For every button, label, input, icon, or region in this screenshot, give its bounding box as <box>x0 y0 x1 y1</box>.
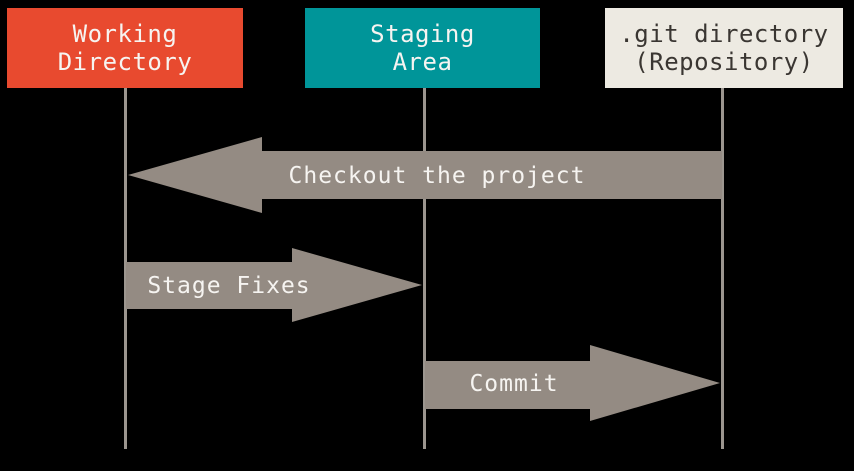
commit-arrow-label: Commit <box>469 371 558 397</box>
staging-area-lifeline <box>423 88 426 449</box>
staging-area-box: Staging Area <box>305 8 540 88</box>
checkout-arrow-label: Checkout the project <box>289 163 586 189</box>
stage-fixes-arrow-label: Stage Fixes <box>147 273 310 299</box>
git-directory-box: .git directory (Repository) <box>605 8 843 88</box>
git-directory-lifeline <box>721 88 724 449</box>
stage-fixes-arrow <box>126 248 422 322</box>
checkout-arrow <box>128 137 722 213</box>
commit-arrow <box>425 345 720 421</box>
working-directory-box: Working Directory <box>7 8 243 88</box>
working-directory-lifeline <box>124 88 127 449</box>
